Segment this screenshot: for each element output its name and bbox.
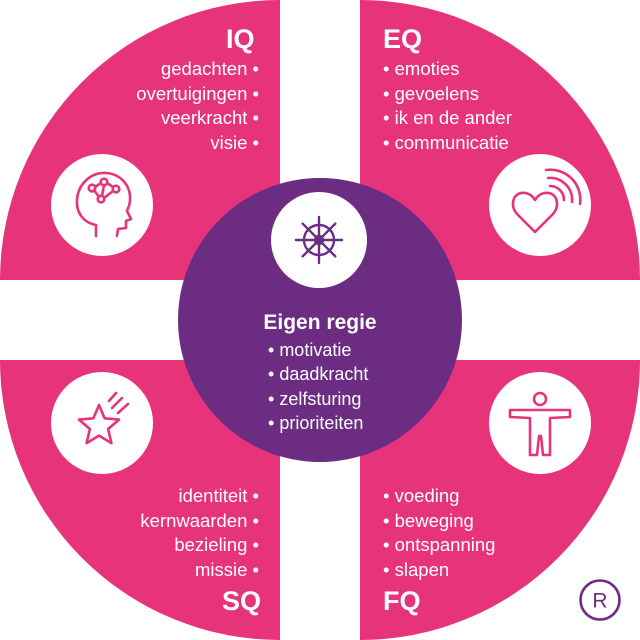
- eq-items: emoties gevoelens ik en de ander communi…: [383, 57, 512, 155]
- list-item: missie: [140, 558, 259, 583]
- center-items: motivatie daadkracht zelfsturing priorit…: [268, 338, 368, 435]
- shooting-star-icon: [77, 391, 130, 445]
- list-item: overtuigingen: [136, 82, 259, 107]
- iq-title: IQ: [226, 24, 255, 54]
- list-item: voeding: [383, 484, 495, 509]
- iq-items: gedachten overtuigingen veerkracht visie: [136, 57, 259, 155]
- list-item: identiteit: [140, 484, 259, 509]
- list-item: motivatie: [268, 338, 368, 362]
- sq-icon-circle: [51, 372, 153, 474]
- heart-waves-icon: [511, 168, 582, 234]
- center-title: Eigen regie: [263, 311, 377, 334]
- eq-icon-circle: [489, 154, 591, 256]
- fq-icon-circle: [489, 372, 591, 474]
- list-item: slapen: [383, 558, 495, 583]
- badge-text: R: [592, 590, 607, 613]
- head-brain-icon: [75, 171, 133, 238]
- list-item: communicatie: [383, 131, 512, 156]
- ships-wheel-icon: [294, 215, 344, 265]
- list-item: prioriteiten: [268, 411, 368, 435]
- sq-title: SQ: [222, 586, 262, 616]
- eq-title: EQ: [383, 24, 423, 54]
- fq-items: voeding beweging ontspanning slapen: [383, 484, 496, 583]
- list-item: kernwaarden: [140, 509, 259, 534]
- list-item: visie: [136, 131, 259, 156]
- sq-items: identiteit kernwaarden bezieling missie: [140, 484, 259, 582]
- list-item: emoties: [383, 57, 512, 82]
- list-item: gedachten: [136, 57, 259, 82]
- center-circle: [178, 178, 462, 462]
- list-item: daadkracht: [268, 362, 368, 386]
- list-item: ik en de ander: [383, 106, 512, 131]
- list-item: bezieling: [140, 533, 259, 558]
- list-item: zelfsturing: [268, 387, 368, 411]
- human-body-icon: [508, 391, 572, 457]
- list-item: beweging: [383, 509, 495, 534]
- list-item: ontspanning: [383, 533, 496, 558]
- iq-icon-circle: [51, 154, 153, 256]
- list-item: veerkracht: [136, 106, 259, 131]
- list-item: gevoelens: [383, 82, 512, 107]
- registered-badge: R: [579, 579, 621, 621]
- fq-title: FQ: [383, 586, 421, 616]
